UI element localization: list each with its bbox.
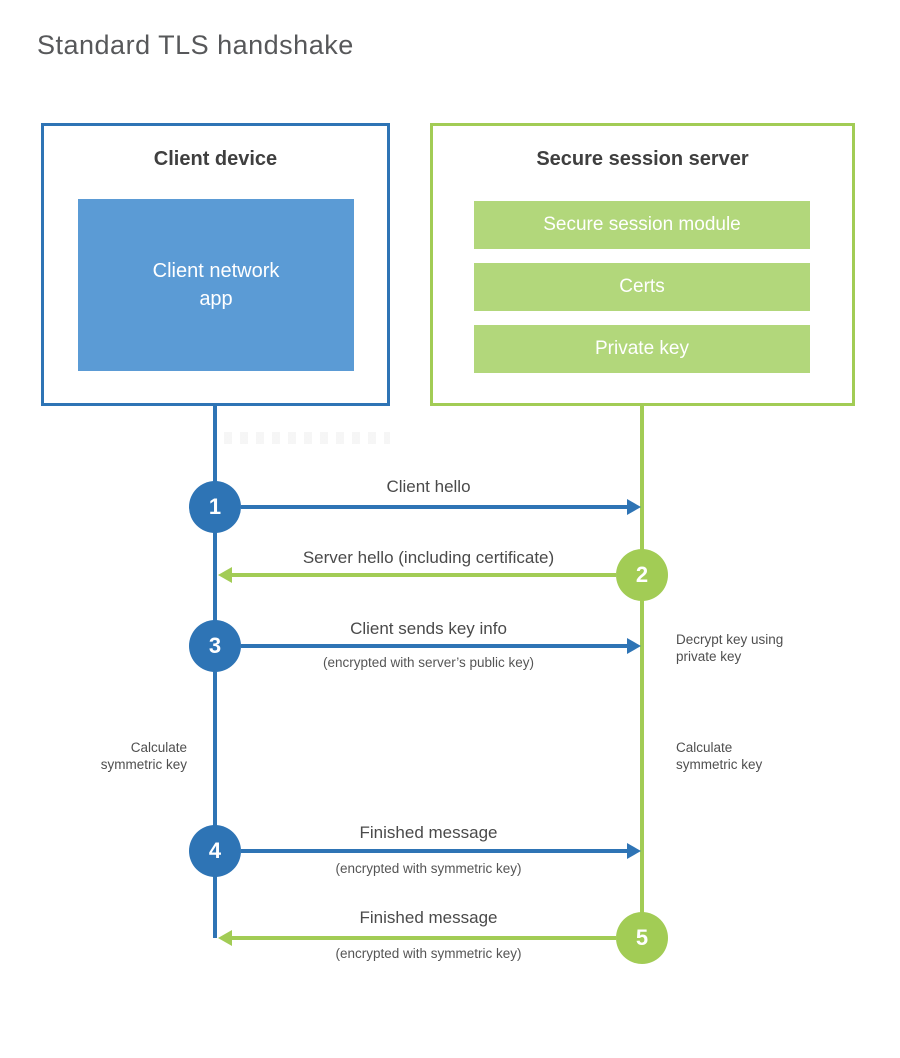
- step-5-label: Finished message: [359, 908, 498, 927]
- step-4-arrowhead-right-icon: [627, 843, 641, 859]
- step-3-arrowhead-right-icon: [627, 638, 641, 654]
- calculate-symmetric-key-note-client: Calculate symmetric key: [100, 740, 187, 772]
- faint-dashed-line: [224, 432, 390, 444]
- page-title: Standard TLS handshake: [37, 30, 354, 60]
- step-1-label: Client hello: [386, 477, 471, 496]
- step-2-label: Server hello (including certificate): [302, 548, 555, 567]
- step-2-badge: 2: [616, 549, 668, 601]
- step-1-arrow-line: [241, 505, 627, 509]
- calculate-symmetric-key-note-server: Calculate symmetric key: [676, 740, 763, 772]
- step-4-arrow-line: [241, 849, 627, 853]
- client-device-title: Client device: [153, 148, 278, 170]
- server-lifeline: [640, 406, 644, 942]
- secure-session-server-title: Secure session server: [536, 148, 749, 170]
- step-1-badge: 1: [189, 481, 241, 533]
- server-module-private-key: Private key: [474, 325, 810, 373]
- client-lifeline: [213, 406, 217, 938]
- step-5-arrowhead-left-icon: [218, 930, 232, 946]
- step-1-arrowhead-right-icon: [627, 499, 641, 515]
- step-5-badge: 5: [616, 912, 668, 964]
- step-4-sublabel: (encrypted with symmetric key): [335, 861, 522, 876]
- step-4-label: Finished message: [359, 823, 498, 842]
- decrypt-key-note: Decrypt key using private key: [676, 632, 784, 664]
- client-network-app-block: Client network app: [78, 199, 354, 371]
- step-3-badge: 3: [189, 620, 241, 672]
- client-network-app-label: Client network app: [152, 260, 280, 310]
- step-3-arrow-line: [241, 644, 627, 648]
- server-module-secure-session-module: Secure session module: [474, 201, 810, 249]
- step-5-sublabel: (encrypted with symmetric key): [335, 946, 522, 961]
- step-2-arrowhead-left-icon: [218, 567, 232, 583]
- step-2-arrow-line: [232, 573, 616, 577]
- server-module-certs: Certs: [474, 263, 810, 311]
- step-3-sublabel: (encrypted with server’s public key): [322, 655, 535, 670]
- step-4-badge: 4: [189, 825, 241, 877]
- step-5-arrow-line: [232, 936, 616, 940]
- step-3-label: Client sends key info: [350, 619, 507, 638]
